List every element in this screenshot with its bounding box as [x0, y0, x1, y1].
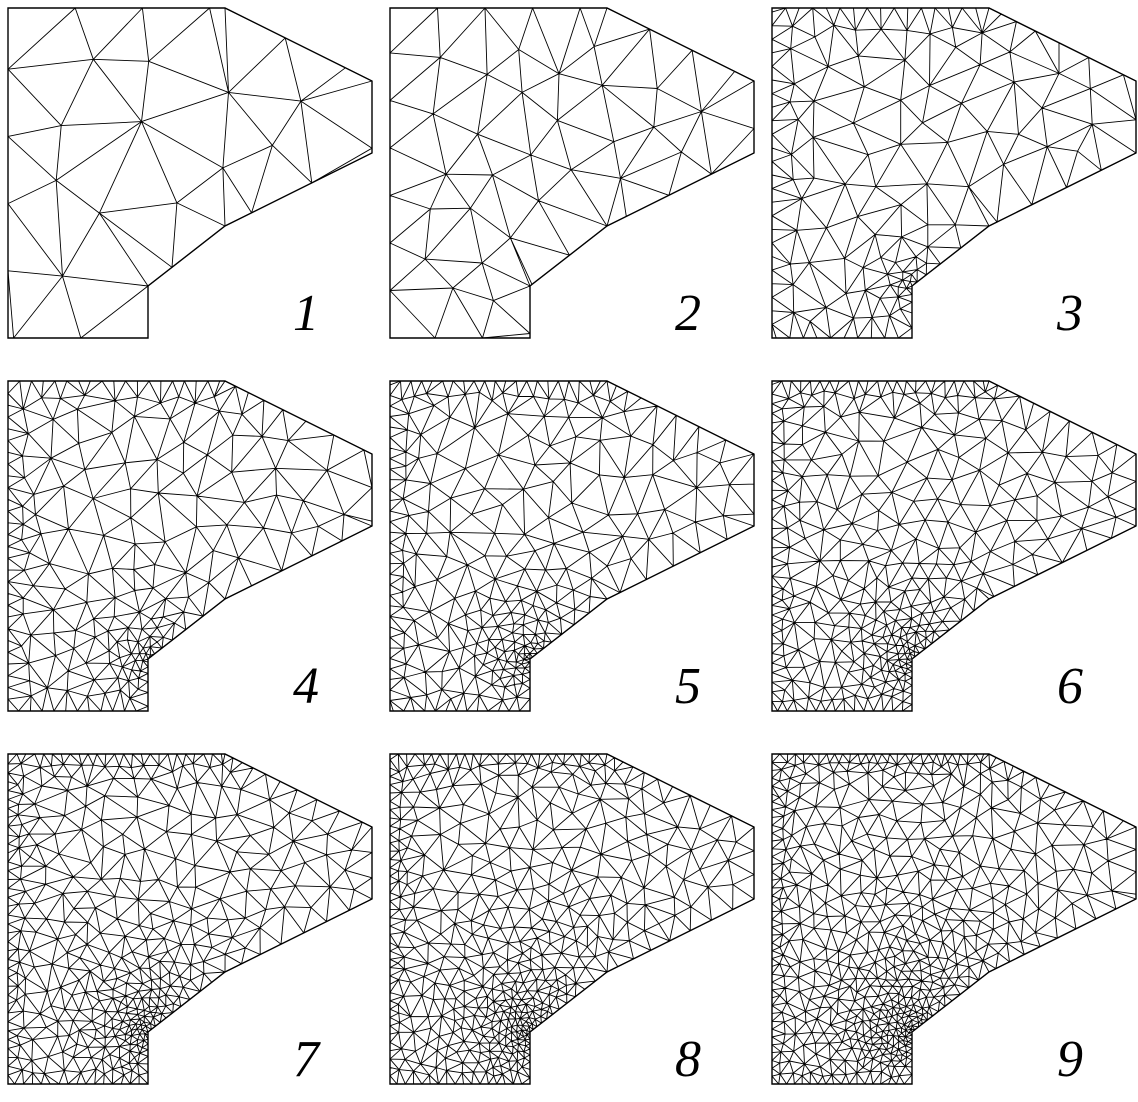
- domain-boundary: [771, 380, 1137, 712]
- mesh-panel-3: 3: [771, 7, 1138, 356]
- panel-number-label: 9: [1057, 1031, 1083, 1088]
- panel-number-label: 1: [293, 285, 319, 342]
- panel-number-label: 6: [1057, 658, 1083, 715]
- panel-number-label: 5: [675, 658, 701, 715]
- mesh-panel-9: 9: [771, 753, 1138, 1102]
- panel-number-label: 4: [293, 658, 319, 715]
- mesh-panel-5: 5: [389, 380, 770, 729]
- mesh-panel-6: 6: [771, 380, 1138, 729]
- panel-number-label: 8: [675, 1031, 701, 1088]
- domain-boundary: [389, 7, 755, 339]
- mesh-panel-1: 1: [7, 7, 388, 356]
- mesh-drawing: [389, 380, 755, 712]
- mesh-panel-2: 2: [389, 7, 770, 356]
- panel-number-label: 7: [293, 1031, 319, 1088]
- domain-boundary: [7, 380, 373, 712]
- domain-boundary: [7, 7, 373, 339]
- mesh-drawing: [389, 7, 755, 339]
- panel-number-label: 3: [1057, 285, 1083, 342]
- mesh-panel-7: 7: [7, 753, 388, 1102]
- mesh-panel-4: 4: [7, 380, 388, 729]
- mesh-drawing: [7, 380, 373, 712]
- mesh-drawing: [771, 7, 1137, 339]
- domain-boundary: [771, 7, 1137, 339]
- mesh-drawing: [7, 7, 373, 339]
- mesh-panel-8: 8: [389, 753, 770, 1102]
- mesh-drawing: [771, 380, 1137, 712]
- panel-number-label: 2: [675, 285, 701, 342]
- domain-boundary: [389, 380, 755, 712]
